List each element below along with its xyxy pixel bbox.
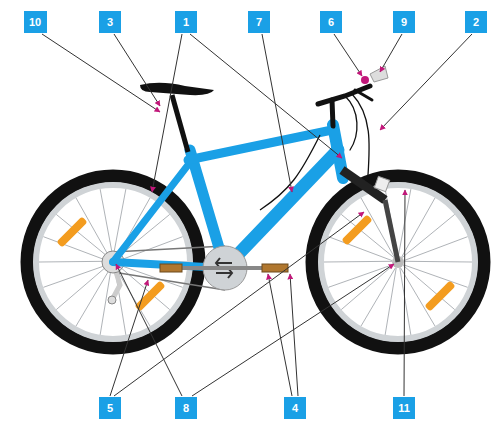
callout-number: 6 <box>320 11 342 33</box>
callout-number: 4 <box>284 397 306 419</box>
saddle <box>140 83 214 152</box>
callout-number: 2 <box>465 11 487 33</box>
front-wheel <box>312 176 484 348</box>
callout-number: 3 <box>107 17 113 28</box>
leader-line <box>42 34 472 396</box>
chain <box>113 246 225 290</box>
callout-number: 5 <box>107 403 113 414</box>
callout-number: 8 <box>175 397 197 419</box>
callout-number: 7 <box>256 17 262 28</box>
fork <box>342 170 398 262</box>
light <box>370 66 388 82</box>
callout-number: 9 <box>393 11 415 33</box>
callout-number: 10 <box>29 17 41 28</box>
callout-number: 7 <box>248 11 270 33</box>
callout-number: 8 <box>183 403 189 414</box>
callout-number: 1 <box>175 11 197 33</box>
callout-number: 11 <box>393 397 415 419</box>
callout-number: 11 <box>398 403 410 414</box>
callout-number: 3 <box>99 11 121 33</box>
chainring <box>160 246 288 290</box>
callout-number: 2 <box>473 17 479 28</box>
callout-number: 5 <box>99 397 121 419</box>
callout-number: 9 <box>401 17 407 28</box>
callout-number: 6 <box>328 17 334 28</box>
bell <box>361 76 369 84</box>
callout-number: 1 <box>183 17 189 28</box>
callout-number: 4 <box>292 403 298 414</box>
callout-number: 10 <box>24 11 47 33</box>
handlebar <box>318 86 372 175</box>
